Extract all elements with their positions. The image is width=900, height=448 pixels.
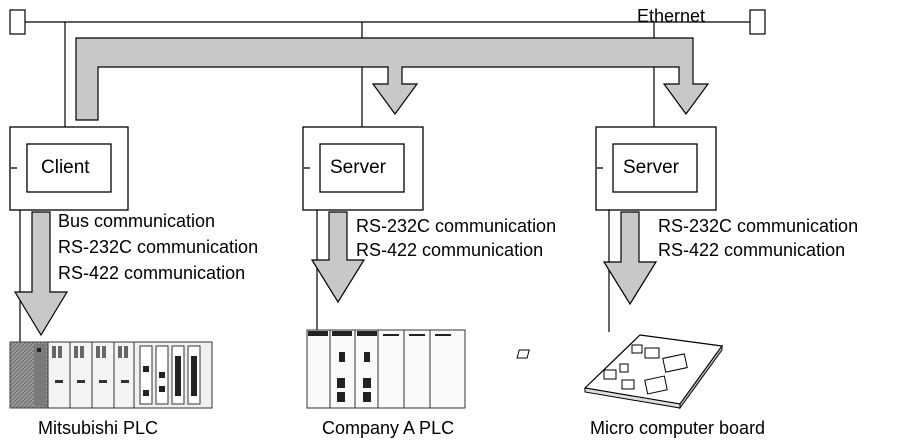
ethernet-terminator-right [749,9,766,35]
client-down-arrow [13,211,69,337]
company-a-plc-label: Company A PLC [322,418,455,438]
server1-down-arrow [310,211,366,304]
server2-down-arrow [602,211,658,306]
mitsubishi-plc-image [9,341,213,409]
server2-screen-label: Server [623,157,679,178]
server1-screen-label: Server [330,157,386,178]
server1-protocol-rs232c: RS-232C communication [356,216,557,236]
ethernet-bus [9,9,766,128]
server2-protocol-rs232c: RS-232C communication [658,216,859,236]
client-protocol-rs422: RS-422 communication [58,263,246,283]
server1-terminal [302,126,424,211]
client-protocol-rs232c: RS-232C communication [58,237,259,257]
micro-computer-board-label: Micro computer board [590,418,766,438]
mitsubishi-plc-label: Mitsubishi PLC [38,418,159,438]
ethernet-terminator-left [9,9,26,35]
server2-terminal [595,126,717,211]
ethernet-label: Ethernet [637,6,706,26]
client-protocol-bus: Bus communication [58,211,216,231]
client-terminal [9,126,129,211]
client-screen-label: Client [41,157,90,178]
micro-computer-board-image [516,334,724,410]
server1-protocol-rs422: RS-422 communication [356,240,544,260]
company-a-plc-image [306,329,466,409]
client-server-flow-arrow [75,37,710,121]
server2-protocol-rs422: RS-422 communication [658,240,846,260]
